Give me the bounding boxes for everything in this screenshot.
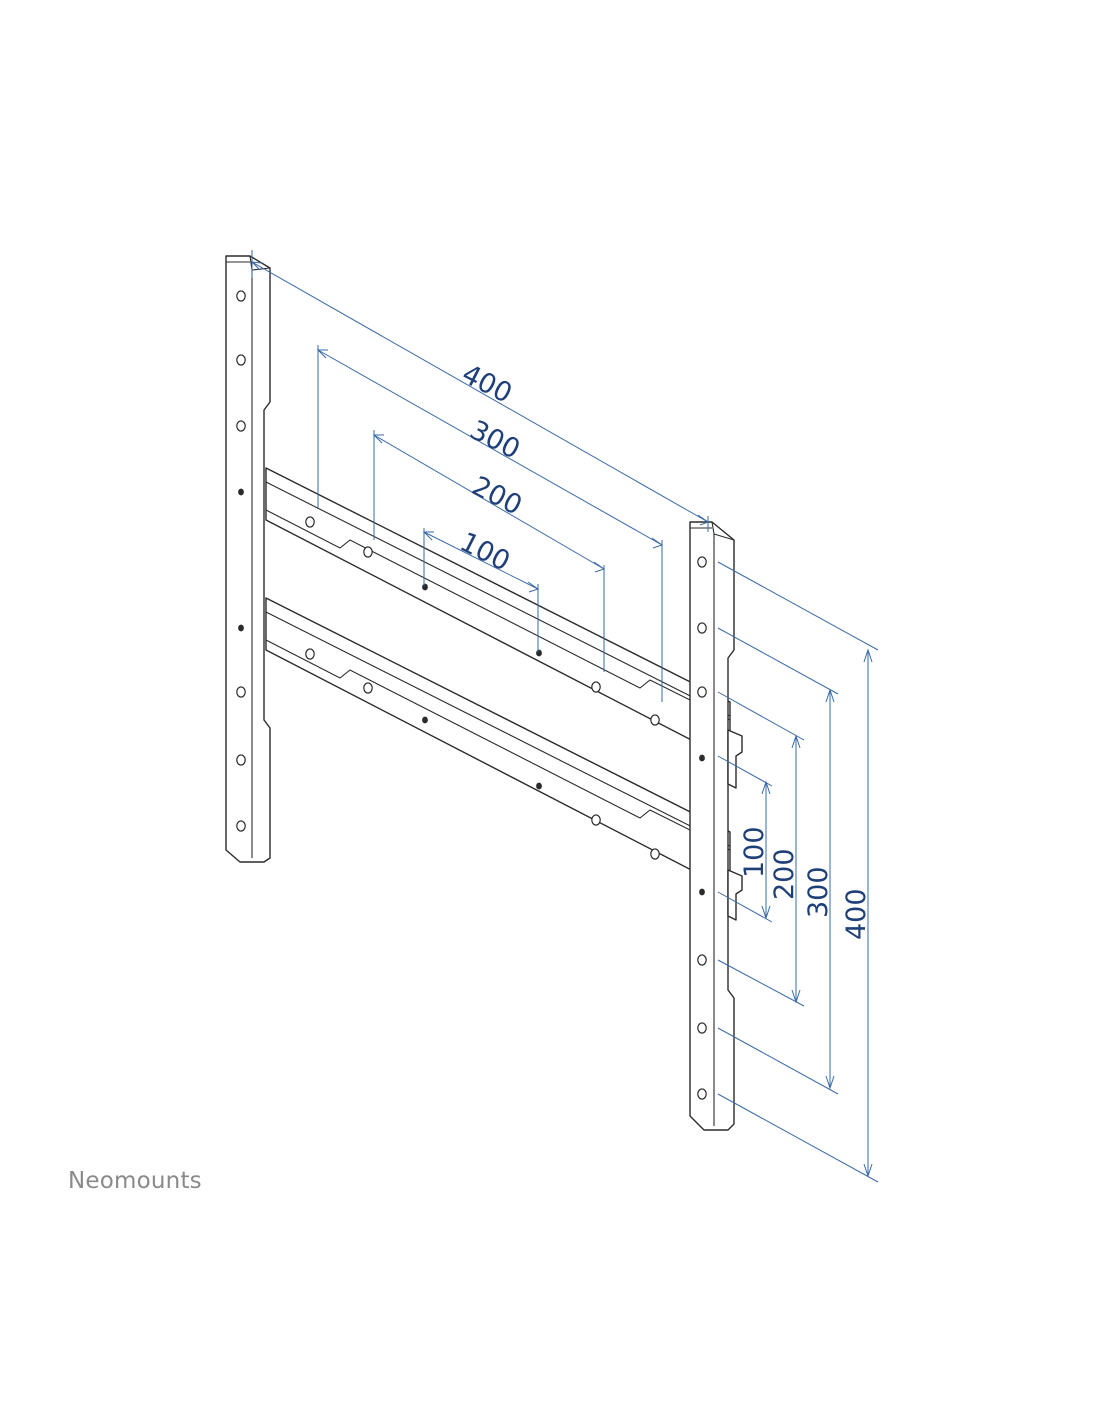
mounting-hole [650, 714, 660, 726]
left-upright [225, 255, 271, 863]
mounting-hole [238, 488, 244, 496]
brand-logo: Neomounts [68, 1168, 202, 1194]
mounting-hole [363, 546, 373, 558]
mounting-hole [363, 682, 373, 694]
mounting-hole [238, 624, 244, 632]
dim-label-h-200: 200 [467, 471, 527, 522]
mounting-hole [536, 649, 542, 657]
mounting-hole [236, 290, 246, 302]
mounting-hole [236, 686, 246, 698]
right-upright [689, 521, 735, 1131]
lower-cross-rail [265, 597, 731, 891]
mounting-hole [305, 516, 315, 528]
horizontal-dimension-labels: 400 300 200 100 [455, 359, 527, 578]
mounting-hole [697, 1022, 707, 1034]
dim-label-h-400: 400 [457, 359, 517, 410]
mounting-hole [697, 556, 707, 568]
mounting-holes [236, 290, 707, 1100]
dim-label-v-200: 200 [769, 848, 800, 900]
mounting-hole [236, 354, 246, 366]
mounting-hole [236, 420, 246, 432]
vertical-dimension-labels: 100 200 300 400 [739, 826, 872, 940]
horizontal-dimensions [250, 250, 710, 702]
mounting-hole [591, 814, 601, 826]
dim-label-v-300: 300 [803, 866, 834, 918]
mounting-hole [422, 583, 428, 591]
hook-upper [727, 729, 743, 789]
vertical-dimensions [717, 561, 879, 1183]
mounting-hole [650, 848, 660, 860]
mounting-hole [422, 716, 428, 724]
mounting-hole [236, 820, 246, 832]
mounting-hole [697, 954, 707, 966]
mounting-hole [697, 686, 707, 698]
dim-label-v-400: 400 [841, 888, 872, 940]
mounting-hole [236, 754, 246, 766]
mounting-hole [591, 681, 601, 693]
dim-label-h-300: 300 [465, 415, 525, 466]
mounting-hole [305, 648, 315, 660]
mounting-hole [699, 888, 705, 896]
hook-lower [727, 869, 743, 921]
mounting-hole [697, 622, 707, 634]
upper-cross-rail [265, 467, 731, 761]
dim-label-v-100: 100 [739, 826, 770, 878]
mounting-hole [699, 754, 705, 762]
mounting-hole [536, 782, 542, 790]
mounting-hole [697, 1088, 707, 1100]
